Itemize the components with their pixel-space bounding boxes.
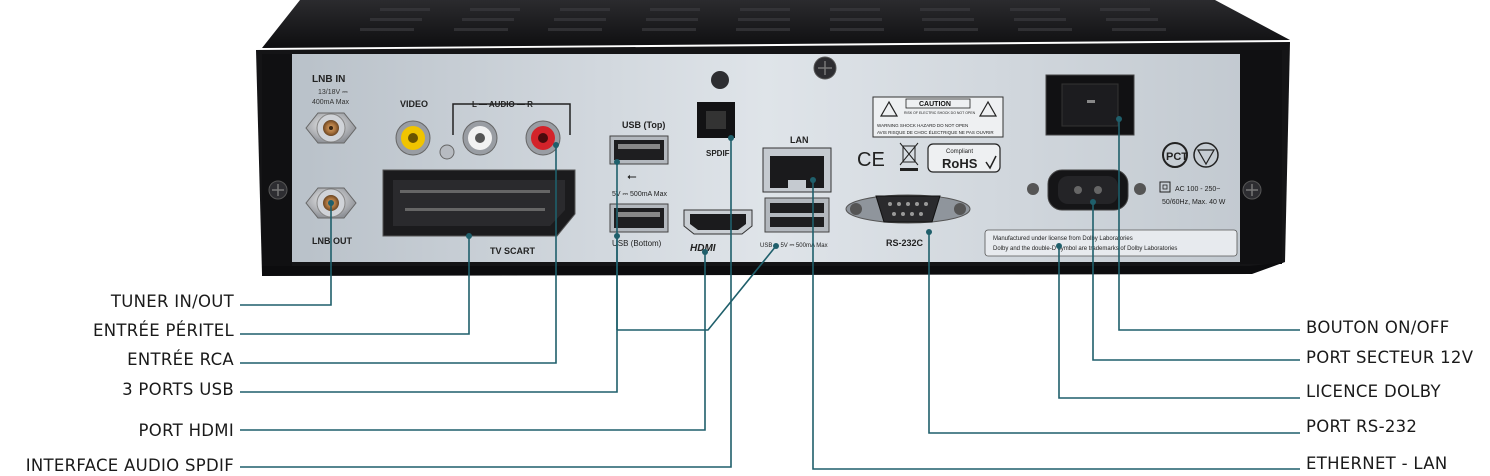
caution-text: CAUTION xyxy=(919,101,951,108)
leader-onoff xyxy=(1118,119,1300,331)
leader-rs232 xyxy=(928,232,1300,434)
audio-text: L — AUDIO — R xyxy=(472,100,533,109)
leader-spdif xyxy=(240,138,732,468)
label-secteur: PORT SECTEUR 12V xyxy=(1306,348,1474,367)
rca-white-jack xyxy=(462,120,498,156)
label-spdif: INTERFACE AUDIO SPDIF xyxy=(25,456,234,475)
hdmi-text: HDMI xyxy=(690,243,716,254)
label-usb: 3 PORTS USB xyxy=(122,380,234,399)
pct-text: PCT xyxy=(1166,151,1188,163)
usb-bottom-port xyxy=(609,203,669,233)
power-inlet xyxy=(1027,169,1146,211)
dolby-line2: Dolby and the double-D symbol are tradem… xyxy=(993,246,1177,252)
power-switch xyxy=(1045,74,1135,136)
rohs-badge: Compliant RoHS xyxy=(927,143,1001,173)
caution-sub-text: RISK OF ELECTRIC SHOCK DO NOT OPEN xyxy=(904,111,976,115)
weee-bin-icon xyxy=(899,142,919,171)
ce-mark: CE xyxy=(857,149,885,171)
lan-port xyxy=(762,147,832,193)
lan-usb-port xyxy=(764,197,830,233)
svg-text:⭠: ⭠ xyxy=(627,169,637,183)
spdif-text: SPDIF xyxy=(706,149,730,158)
leader-dots xyxy=(328,116,1122,255)
certification-mark-icon xyxy=(1193,142,1219,168)
spdif-port xyxy=(697,71,735,138)
lan-text: LAN xyxy=(790,135,809,145)
leader-lan xyxy=(812,180,1300,470)
avis-text: AVIS RISQUE DE CHOC ÉLECTRIQUE NE PAS OU… xyxy=(877,129,994,135)
label-dolby: LICENCE DOLBY xyxy=(1306,382,1441,401)
lnb-in-text: LNB IN xyxy=(312,74,345,85)
power-spec2: 50/60Hz, Max. 40 W xyxy=(1162,199,1226,206)
leader-rca xyxy=(240,145,557,364)
rca-red-jack xyxy=(525,120,561,156)
rs232c-text: RS-232C xyxy=(886,238,924,248)
lnb-in-spec1: 13/18V ⎓ xyxy=(318,89,348,96)
video-text: VIDEO xyxy=(400,99,428,109)
caution-label: CAUTION RISK OF ELECTRIC SHOCK DO NOT OP… xyxy=(872,96,1004,138)
lnb-in-spec2: 400mA Max xyxy=(312,99,349,106)
tv-scart-text: TV SCART xyxy=(490,246,536,256)
leader-peritel xyxy=(240,236,470,335)
leader-usb-join xyxy=(617,245,777,331)
usb-spec-text: 5V ⎓ 500mA Max xyxy=(612,191,667,198)
rca-yellow-jack xyxy=(395,120,431,156)
label-tuner: TUNER IN/OUT xyxy=(110,292,234,311)
leader-lines xyxy=(240,119,1300,470)
usb-top-port xyxy=(609,135,669,165)
usb-bottom-text: USB (Bottom) xyxy=(612,239,662,248)
hdmi-port xyxy=(683,209,753,235)
label-peritel: ENTRÉE PÉRITEL xyxy=(92,321,234,340)
warning-text: WARNING SHOCK HAZARD DO NOT OPEN xyxy=(877,123,968,128)
case-top xyxy=(262,0,1290,48)
power-spec1: AC 100 - 250~ xyxy=(1175,186,1220,193)
scart-connector xyxy=(382,169,576,237)
dolby-notice: Manufactured under license from Dolby La… xyxy=(984,229,1238,257)
label-onoff: BOUTON ON/OFF xyxy=(1306,318,1450,337)
lnb-out-text: LNB OUT xyxy=(312,236,352,246)
rohs-compliant-text: Compliant xyxy=(946,149,973,155)
leader-dolby xyxy=(1058,246,1300,399)
lan-usb-text: USB ⭠ 5V ⎓ 500mA Max xyxy=(760,243,828,249)
rs232-connector xyxy=(845,194,971,224)
pct-mark-icon: PCT xyxy=(1162,142,1188,168)
dolby-line1: Manufactured under license from Dolby La… xyxy=(993,236,1133,242)
label-hdmi: PORT HDMI xyxy=(138,421,234,440)
rohs-text: RoHS xyxy=(942,156,978,171)
label-lan: ETHERNET - LAN xyxy=(1306,454,1448,473)
label-rca: ENTRÉE RCA xyxy=(127,350,234,369)
usb-top-text: USB (Top) xyxy=(622,120,665,130)
label-rs232: PORT RS-232 xyxy=(1306,417,1418,436)
screw-icons xyxy=(268,56,1262,200)
leader-tuner xyxy=(240,203,332,306)
leader-secteur xyxy=(1092,202,1300,361)
lnb-in-connector xyxy=(305,112,357,144)
leader-hdmi xyxy=(240,252,706,431)
